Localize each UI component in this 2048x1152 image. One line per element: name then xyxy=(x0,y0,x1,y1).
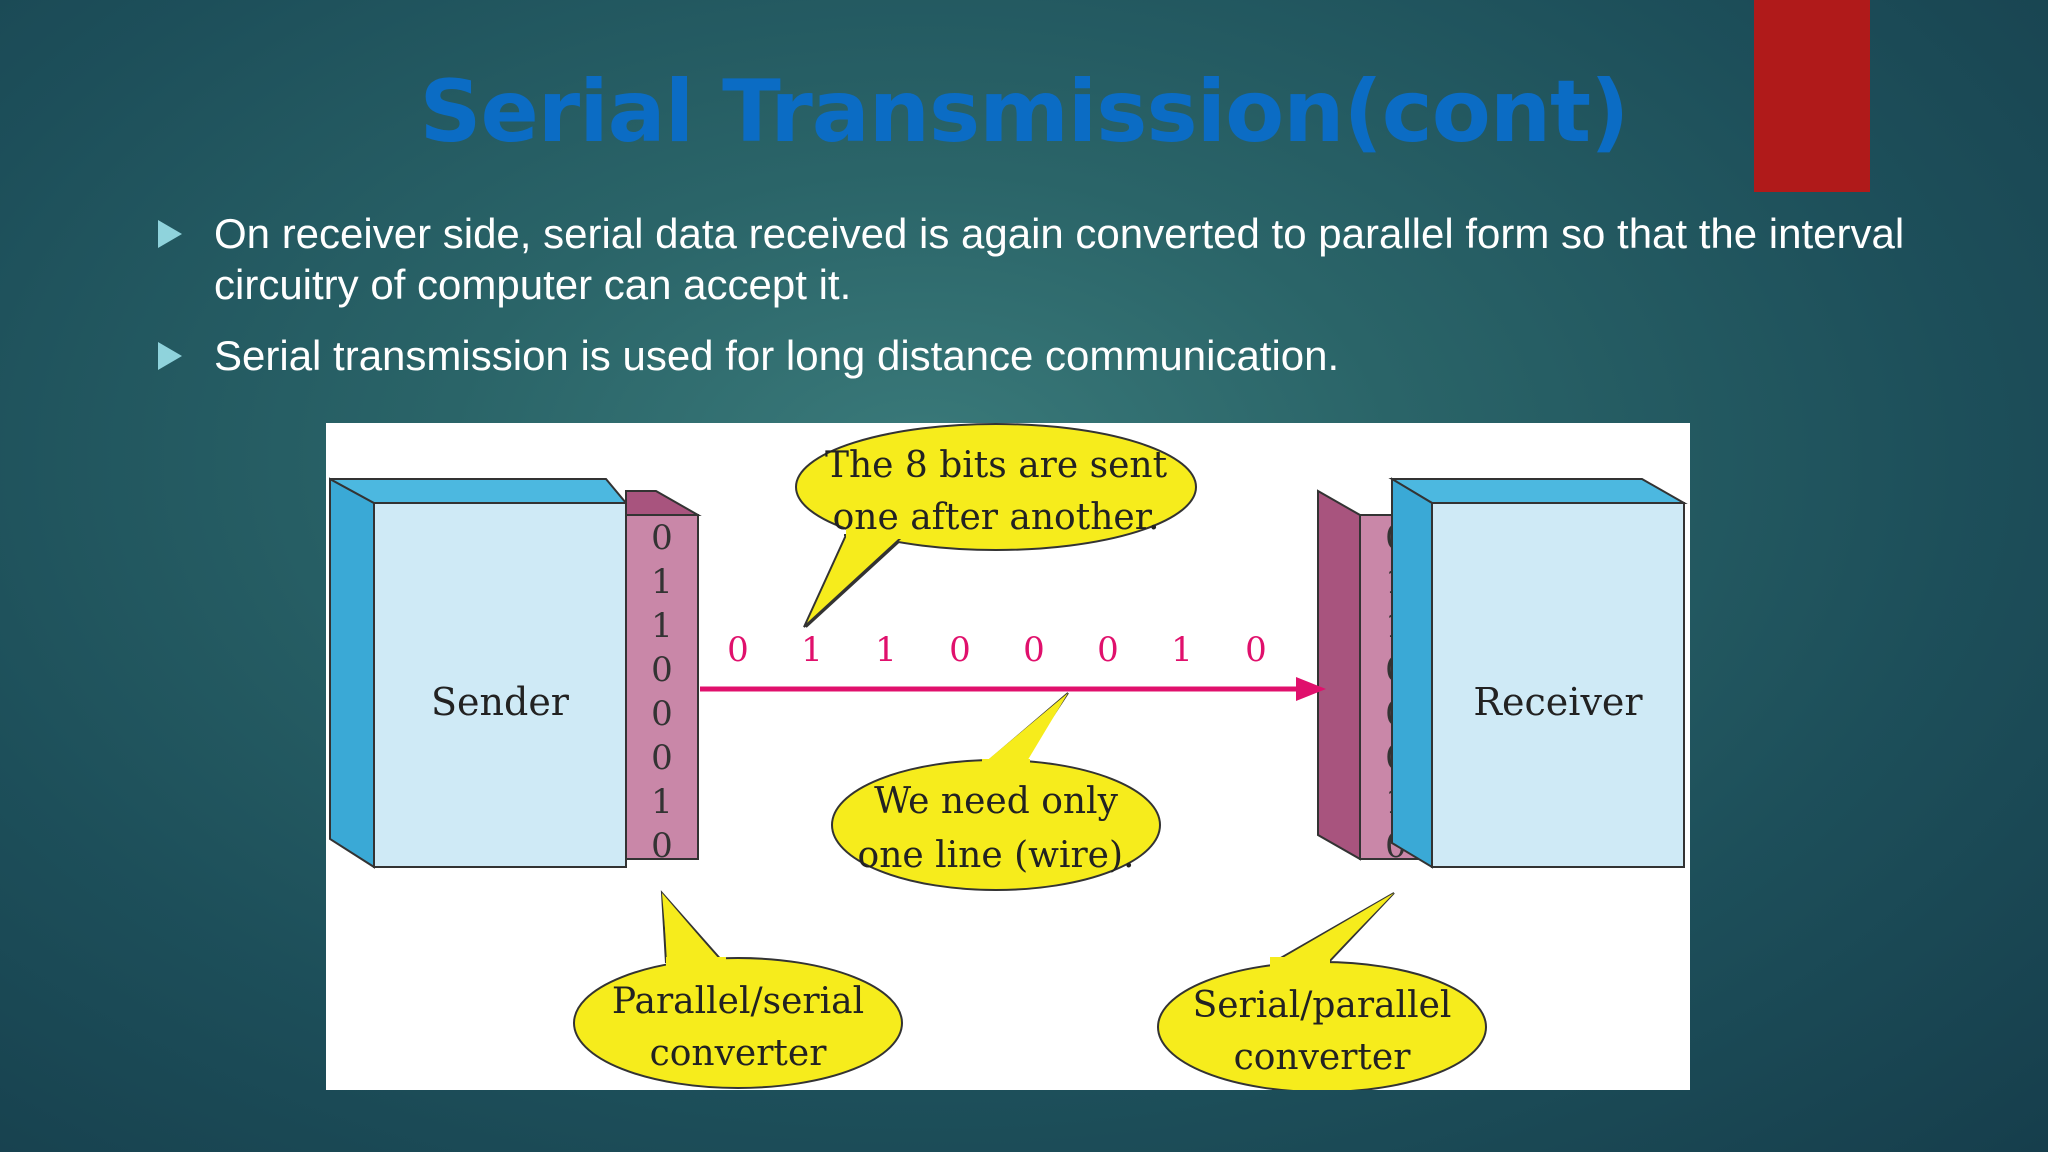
arrow-head-icon xyxy=(1296,677,1326,701)
callout-one-line-line1: We need only xyxy=(874,781,1118,822)
callout-parallel-serial-line1: Parallel/serial xyxy=(612,981,864,1022)
line-bit: 0 xyxy=(1097,630,1119,670)
line-bit: 0 xyxy=(727,630,749,670)
sender-bit: 1 xyxy=(651,606,673,646)
bullet-arrow-icon xyxy=(158,342,182,370)
bullet-text: On receiver side, serial data received i… xyxy=(214,210,1905,308)
line-bit: 0 xyxy=(1023,630,1045,670)
sender-bit: 0 xyxy=(651,738,673,778)
line-bit: 0 xyxy=(1245,630,1267,670)
sender-bit: 0 xyxy=(651,694,673,734)
bullet-item: Serial transmission is used for long dis… xyxy=(158,330,1918,381)
transmission-line: 0 1 1 0 0 0 1 0 xyxy=(700,630,1326,701)
sender-bit: 0 xyxy=(651,518,673,558)
bullet-item: On receiver side, serial data received i… xyxy=(158,208,1918,310)
line-bit: 0 xyxy=(949,630,971,670)
callout-bits-sent-line1: The 8 bits are sent xyxy=(825,445,1168,486)
sender-bit: 1 xyxy=(651,562,673,602)
callout-one-line-line2: one line (wire). xyxy=(858,835,1135,876)
callout-bits-sent: The 8 bits are sent one after another. xyxy=(795,423,1197,628)
callout-one-line: We need only one line (wire). xyxy=(831,692,1161,891)
bullet-arrow-icon xyxy=(158,220,182,248)
callout-parallel-serial-line2: converter xyxy=(650,1033,828,1074)
callout-bits-sent-line2: one after another. xyxy=(833,497,1160,538)
accent-bar xyxy=(1754,0,1870,192)
sender-bit: 0 xyxy=(651,826,673,866)
line-bit: 1 xyxy=(1171,630,1193,670)
sender-label: Sender xyxy=(431,680,570,724)
slide-title: Serial Transmission(cont) xyxy=(419,62,1630,162)
callout-serial-parallel-line2: converter xyxy=(1234,1037,1412,1078)
receiver-box: Receiver xyxy=(1388,477,1688,869)
line-bit: 1 xyxy=(801,630,823,670)
callout-parallel-serial: Parallel/serial converter xyxy=(573,890,903,1089)
sender-bit: 1 xyxy=(651,782,673,822)
sender-box: Sender xyxy=(329,477,629,869)
line-bit: 1 xyxy=(875,630,897,670)
bullet-list: On receiver side, serial data received i… xyxy=(158,208,1918,401)
bullet-text: Serial transmission is used for long dis… xyxy=(214,332,1340,379)
callout-serial-parallel-line1: Serial/parallel xyxy=(1193,985,1452,1026)
sender-bit: 0 xyxy=(651,650,673,690)
receiver-label: Receiver xyxy=(1473,680,1643,724)
callout-serial-parallel: Serial/parallel converter xyxy=(1157,892,1487,1090)
